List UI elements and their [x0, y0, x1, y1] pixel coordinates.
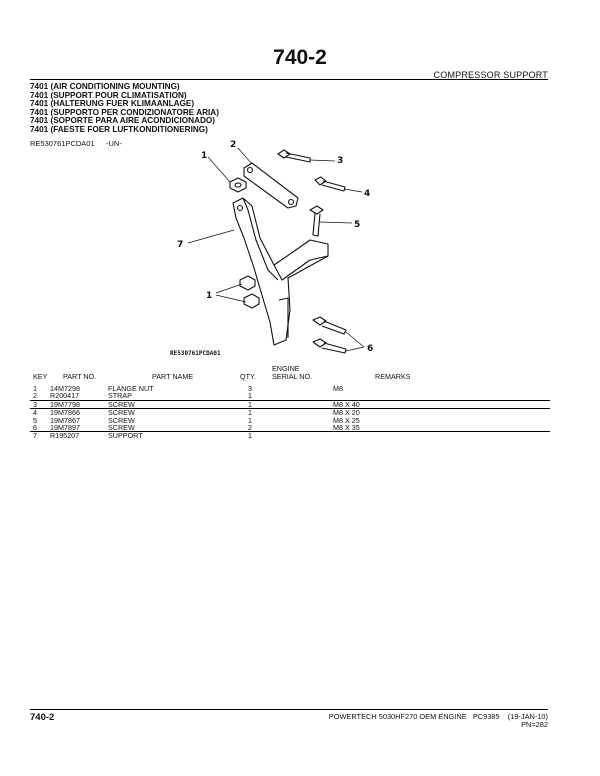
table-row: 2 R200417 STRAP 1	[33, 391, 252, 401]
group-title-sv: 7401 (FAESTE FOER LUFTKONDITIONERING)	[30, 124, 208, 134]
group-title-fr: 7401 (SUPPORT POUR CLIMATISATION)	[30, 90, 187, 100]
callout-7: 7	[177, 240, 183, 250]
callout-1-top: 1	[201, 151, 207, 161]
footer-date: (19-JAN-10)	[507, 712, 548, 721]
col-remarks: REMARKS	[375, 372, 411, 381]
table-row: 6 19M7897 SCREW 2 M8 X 35	[33, 422, 360, 432]
illustration-reference: RE530761PCDA01 -UN-	[30, 139, 122, 148]
support-part	[232, 197, 329, 346]
parts-table: 1 14M7298 FLANGE NUT 3 M8 2 R200417 STRA…	[30, 385, 550, 440]
footer-page-number: 740-2	[30, 712, 55, 723]
exploded-parts-diagram: 1 2 3 4 5 7 1 6 RE530761PCDA01	[170, 140, 373, 357]
col-key: KEY	[33, 372, 48, 381]
screw-4-part	[314, 176, 346, 192]
footer-divider	[30, 709, 548, 710]
flange-nut-lower-2	[243, 293, 260, 309]
strap-part	[243, 162, 299, 209]
callout-1-lower: 1	[206, 291, 212, 301]
un-code: -UN-	[106, 139, 122, 148]
callout-6: 6	[367, 344, 373, 354]
flange-nut-lower-1	[239, 275, 256, 291]
footer-title: POWERTECH 5030HF270 OEM ENGINE	[328, 712, 467, 721]
footer-info: POWERTECH 5030HF270 OEM ENGINE PC9385 (1…	[329, 713, 548, 729]
illustration-code: RE530761PCDA01	[30, 139, 95, 148]
group-title-en: 7401 (AIR CONDITIONING MOUNTING)	[30, 82, 180, 91]
group-title-de: 7401 (HALTERUNG FUER KLIMAANLAGE)	[30, 99, 195, 109]
header-divider	[30, 79, 548, 80]
col-qty: QTY.	[240, 372, 256, 381]
callout-4: 4	[364, 189, 370, 199]
col-engine-line1: ENGINE	[272, 364, 300, 373]
section-title: COMPRESSOR SUPPORT	[433, 70, 548, 80]
group-title-es: 7401 (SOPORTE PARA AIRE ACONDICIONADO)	[30, 116, 215, 126]
diagram-caption: RE530761PCDA01	[170, 350, 221, 357]
footer-pn: PN=282	[521, 720, 548, 729]
table-row: 1 14M7298 FLANGE NUT 3 M8	[33, 384, 343, 393]
callout-5: 5	[354, 220, 360, 230]
callout-3: 3	[337, 156, 343, 166]
flange-nut-top	[229, 177, 247, 193]
page-title: 740-2	[273, 46, 327, 69]
table-row: 5 19M7867 SCREW 1 M8 X 25	[33, 415, 360, 425]
col-part-no: PART NO.	[63, 372, 97, 381]
group-title-it: 7401 (SUPPORTO PER CONDIZIONATORE ARIA)	[30, 107, 219, 117]
table-row: 7 R195207 SUPPORT 1	[30, 431, 550, 440]
table-row: 3 19M7798 SCREW 1 M8 X 40	[30, 399, 550, 408]
screw-6-lower	[312, 338, 347, 354]
col-engine-line2: SERIAL NO.	[272, 372, 313, 381]
callout-2: 2	[230, 140, 236, 150]
screw-5-part	[309, 205, 324, 237]
group-titles: 7401 (AIR CONDITIONING MOUNTING) 7401 (S…	[30, 82, 219, 135]
table-row: 4 19M7866 SCREW 1 M8 X 20	[30, 408, 550, 417]
screw-3-part	[277, 149, 311, 163]
screw-6-upper	[312, 316, 347, 335]
col-part-name: PART NAME	[152, 372, 194, 381]
footer-catalog: PC9385	[472, 712, 500, 721]
